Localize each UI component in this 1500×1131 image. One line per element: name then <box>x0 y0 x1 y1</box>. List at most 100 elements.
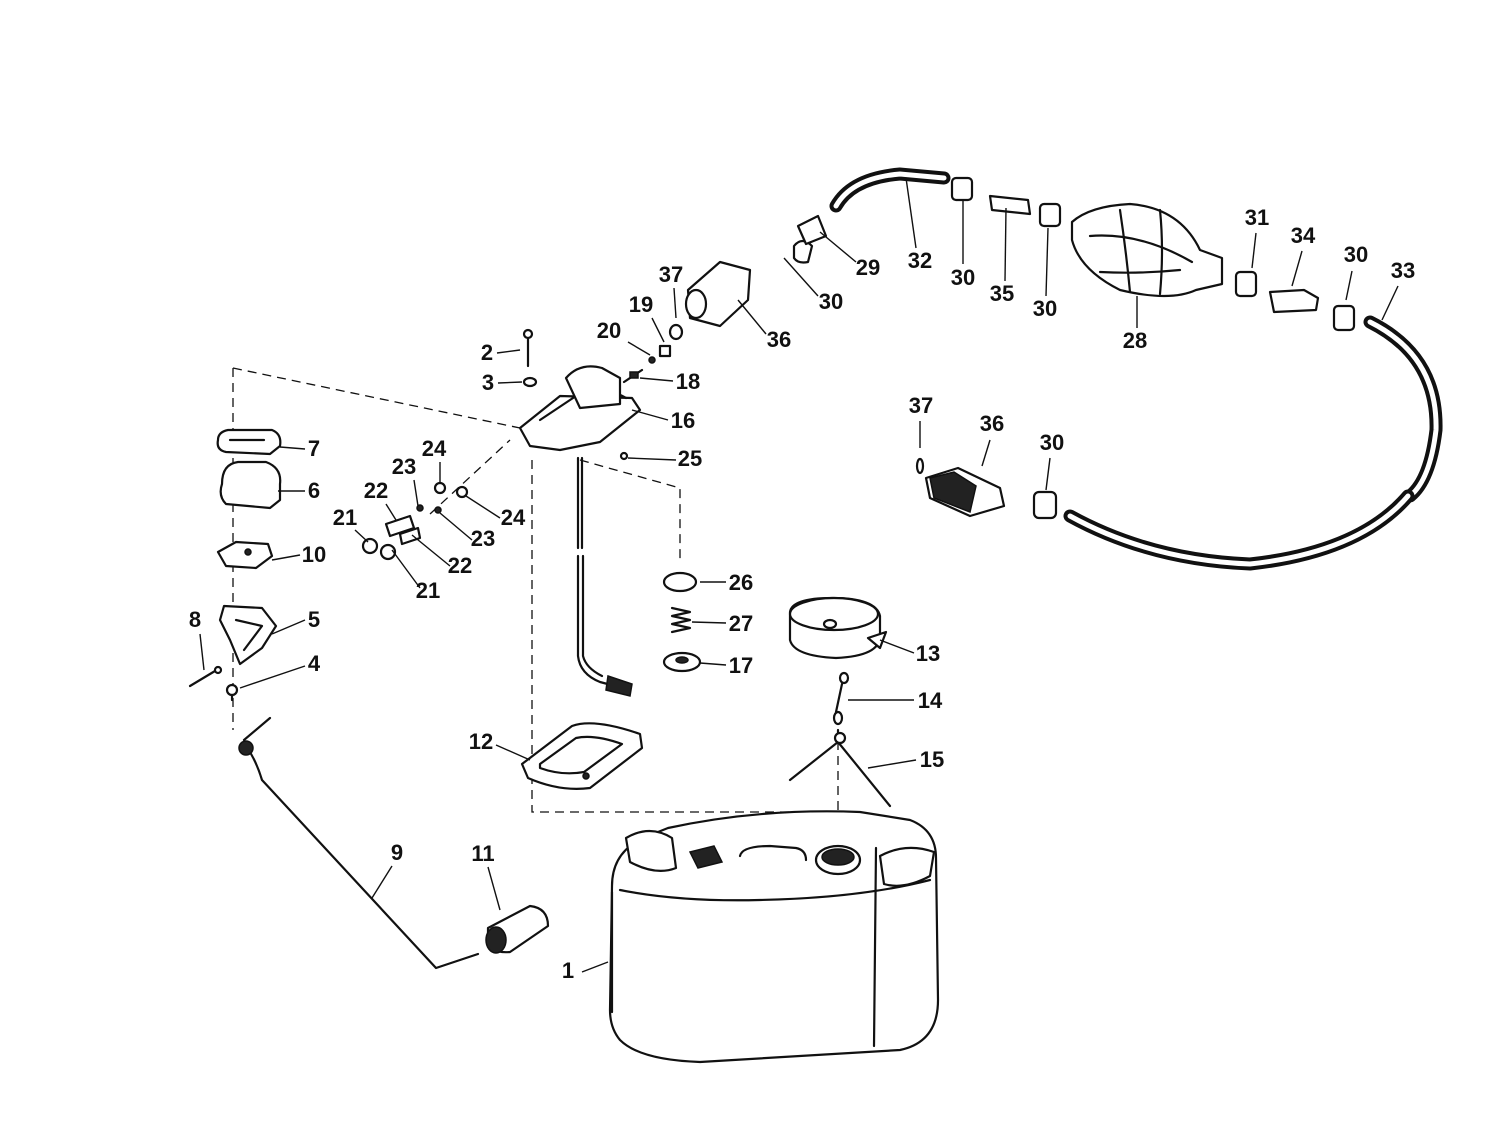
pickup-assembly-16 <box>518 365 642 697</box>
hose-33 <box>1063 315 1443 571</box>
callout-leader-30 <box>1345 270 1353 301</box>
check-valve-34 <box>1268 288 1320 314</box>
callout-label-15: 15 <box>920 747 944 772</box>
callout-leader-30 <box>1045 457 1051 491</box>
callout-leader-10 <box>271 554 301 561</box>
callout-label-37: 37 <box>909 393 933 418</box>
spring-27 <box>670 606 692 634</box>
callout-leader-9 <box>371 865 393 899</box>
callout-leader-8 <box>199 633 205 671</box>
callout-leader-3 <box>497 381 523 384</box>
connector-36-lower <box>924 466 1006 518</box>
clamp-30-e <box>1032 490 1058 520</box>
callout-label-3: 3 <box>482 370 494 395</box>
small-parts <box>361 323 684 561</box>
callout-label-9: 9 <box>391 840 403 865</box>
seal-17 <box>662 651 702 673</box>
callout-label-4: 4 <box>308 651 321 676</box>
callout-label-24: 24 <box>501 505 526 530</box>
callout-label-22: 22 <box>448 553 472 578</box>
callout-label-8: 8 <box>189 607 201 632</box>
callout-leader-22 <box>411 534 451 567</box>
screw-8 <box>188 665 223 688</box>
callout-label-35: 35 <box>990 281 1014 306</box>
callout-leader-15 <box>867 759 917 769</box>
callout-leader-23 <box>413 479 419 507</box>
retainer-15 <box>788 728 892 808</box>
callout-leader-36 <box>981 439 991 467</box>
callout-leader-23 <box>439 512 473 541</box>
hose-32 <box>829 167 951 213</box>
clamp-30-d <box>1332 304 1356 332</box>
callout-labels: 1234567891011121314151617181920212122222… <box>189 205 1415 983</box>
callout-leader-21 <box>391 549 421 589</box>
callout-label-28: 28 <box>1123 328 1147 353</box>
pickup-tube <box>238 716 480 970</box>
clamp-30-c <box>1038 202 1062 228</box>
callout-label-30: 30 <box>819 289 843 314</box>
callout-label-26: 26 <box>729 570 753 595</box>
gauge-plate-10 <box>216 540 274 570</box>
callout-label-23: 23 <box>471 526 495 551</box>
cap-26 <box>662 571 698 593</box>
callout-label-17: 17 <box>729 653 753 678</box>
callout-label-23: 23 <box>392 454 416 479</box>
callout-leader-29 <box>819 231 857 263</box>
fitting-29 <box>796 214 828 246</box>
callout-leader-31 <box>1251 232 1257 269</box>
callout-leader-1 <box>581 961 609 973</box>
callout-label-16: 16 <box>671 408 695 433</box>
callout-label-11: 11 <box>471 841 494 866</box>
callout-leader-34 <box>1291 250 1303 287</box>
callout-leader-19 <box>651 317 665 343</box>
callout-label-32: 32 <box>908 248 932 273</box>
callout-label-7: 7 <box>308 436 320 461</box>
callout-label-36: 36 <box>767 327 791 352</box>
gauge-cover-6 <box>219 460 282 510</box>
callout-leader-11 <box>487 866 501 911</box>
callout-label-34: 34 <box>1291 223 1316 248</box>
filter <box>485 904 550 954</box>
callout-label-29: 29 <box>856 255 880 280</box>
screw-2 <box>522 328 534 368</box>
callout-label-20: 20 <box>597 318 621 343</box>
callout-leader-33 <box>1381 285 1399 321</box>
callout-label-36: 36 <box>980 411 1004 436</box>
callout-leader-16 <box>631 409 669 421</box>
callout-leader-25 <box>627 457 677 461</box>
connector-36-upper <box>684 260 752 328</box>
callout-label-5: 5 <box>308 607 320 632</box>
callout-label-24: 24 <box>422 436 447 461</box>
clamp-30-b <box>950 176 974 202</box>
clamp-30-a <box>792 239 814 264</box>
washer-3 <box>522 376 538 388</box>
callout-leader-18 <box>639 377 674 382</box>
callout-label-13: 13 <box>916 641 940 666</box>
gauge-bracket-5 <box>218 604 278 666</box>
callout-leader-37 <box>673 287 677 319</box>
callout-label-2: 2 <box>481 340 493 365</box>
gasket <box>520 722 644 790</box>
fitting-35 <box>988 194 1032 216</box>
chain-14 <box>832 671 850 726</box>
fitting-18 <box>622 368 644 384</box>
callout-label-18: 18 <box>676 369 700 394</box>
gauge-lens-7 <box>216 428 282 456</box>
filler-cap-13 <box>788 596 888 660</box>
primer-bulb-28 <box>1070 202 1224 298</box>
callout-leader-36 <box>737 299 767 335</box>
callout-label-6: 6 <box>308 478 320 503</box>
callout-leader-5 <box>271 619 306 635</box>
callout-leader-22 <box>385 503 397 521</box>
callout-label-30: 30 <box>1033 296 1057 321</box>
callout-label-22: 22 <box>364 478 388 503</box>
callout-label-25: 25 <box>678 446 702 471</box>
callout-label-37: 37 <box>659 262 683 287</box>
clamp-31 <box>1234 270 1258 298</box>
callout-label-30: 30 <box>951 265 975 290</box>
callout-label-33: 33 <box>1391 258 1415 283</box>
callout-leader-27 <box>691 621 727 624</box>
callout-label-10: 10 <box>302 542 326 567</box>
callout-leader-21 <box>354 529 369 543</box>
